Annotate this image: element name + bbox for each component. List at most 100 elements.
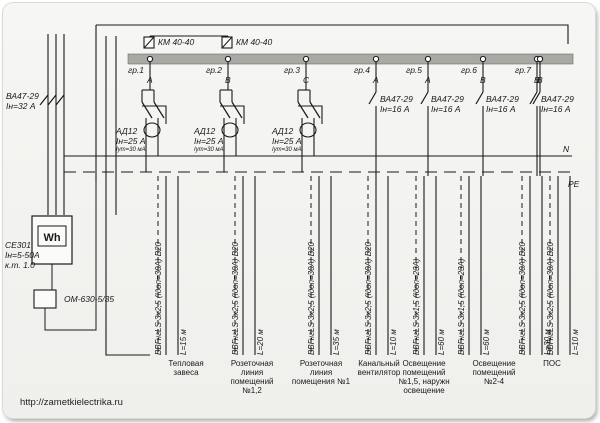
caption-line: помещений bbox=[402, 368, 445, 377]
group-5: гр.5A bbox=[406, 55, 432, 176]
rcd-leakage: Iут=30 мА bbox=[272, 147, 302, 153]
breaker-model: ВА47-29 bbox=[486, 94, 519, 104]
breaker-model: ВА47-29 bbox=[431, 94, 464, 104]
n-bus-label: N bbox=[563, 144, 570, 154]
group-6: гр.6B bbox=[461, 55, 487, 176]
contactor-2-label: КМ 40-40 bbox=[236, 37, 272, 47]
pe-bus-label: PE bbox=[568, 179, 580, 189]
cable-spec: ВВГнгLS 3х2,5 (Iдоп=30А) В20 bbox=[518, 241, 527, 355]
load-caption-7: ПОС bbox=[543, 359, 561, 368]
group-label: гр.3 bbox=[284, 65, 300, 75]
cable-5: ВВГнгLS 3х1,5 (Iдоп=23А) L=60 м bbox=[412, 176, 446, 355]
caption-line: линия bbox=[241, 368, 263, 377]
breaker-rating: Iн=16 А bbox=[431, 104, 461, 114]
paper-frame bbox=[3, 3, 595, 418]
rcd-model: АД12 bbox=[271, 126, 293, 136]
group-label: гр.1 bbox=[128, 65, 144, 75]
cable-spec: ВВГнгLS 3х2,5 (Iдоп=30А) В20 bbox=[154, 241, 163, 355]
rcd-rating: Iн=25 А bbox=[194, 136, 224, 146]
cable-length: L=60 м bbox=[482, 329, 491, 355]
rcd-model: АД12 bbox=[115, 126, 137, 136]
cable-spec: ВВГнгLS 3х2,5 (Iдоп=30А) В20 bbox=[546, 241, 555, 355]
cable-length: L=60 м bbox=[437, 329, 446, 355]
main-breaker: ВА47-29 Iн=32 А bbox=[6, 91, 65, 111]
cable-6: ВВГнгLS 3х1,5 (Iдоп=23А)L=60 м bbox=[457, 176, 491, 355]
meter-model: СЕ301 bbox=[5, 240, 31, 250]
group-label: гр.2 bbox=[206, 65, 222, 75]
breaker-model: ВА47-29 bbox=[380, 94, 413, 104]
meter-wh-label: Wh bbox=[43, 232, 60, 244]
busbar bbox=[127, 53, 574, 65]
caption-line: Тепловая bbox=[168, 359, 203, 368]
caption-line: вентилятор bbox=[358, 368, 401, 377]
main-breaker-rating: Iн=32 А bbox=[6, 101, 36, 111]
pe-bus: PE bbox=[64, 171, 580, 189]
cable-length: L=10 м bbox=[389, 329, 398, 355]
caption-line: №1,5, наружн bbox=[398, 377, 449, 386]
group-label: гр.5 bbox=[406, 65, 422, 75]
contactor-1-label: КМ 40-40 bbox=[158, 37, 194, 47]
caption-line: помещений bbox=[230, 377, 273, 386]
captions-layer: ТепловаязавесаРозеточнаялинияпомещений№1… bbox=[168, 359, 561, 395]
caption-line: Освещение bbox=[472, 359, 516, 368]
breaker-rating: Iн=16 А bbox=[541, 104, 571, 114]
contactor-1: КМ 40-40 bbox=[143, 36, 194, 49]
breaker-rating: Iн=16 А bbox=[486, 104, 516, 114]
caption-line: Канальный bbox=[358, 359, 399, 368]
caption-line: Розеточная bbox=[300, 359, 342, 368]
group-label: гр.4 bbox=[354, 65, 370, 75]
n-bus: N bbox=[64, 144, 572, 157]
caption-line: Розеточная bbox=[231, 359, 273, 368]
rcd-leakage: Iут=30 мА bbox=[116, 147, 146, 153]
caption-line: Освещение bbox=[402, 359, 446, 368]
meter-current: Iн=5-50А bbox=[5, 250, 40, 260]
caption-line: освещение bbox=[403, 386, 445, 395]
caption-line: №2-4 bbox=[484, 377, 505, 386]
caption-line: №1,2 bbox=[242, 386, 262, 395]
relay-label: ОМ-630-5/35 bbox=[64, 294, 114, 304]
rcd-rating: Iн=25 А bbox=[116, 136, 146, 146]
cable-spec: ВВГнгLS 3х1,5 (Iдоп=23А) bbox=[412, 258, 421, 355]
group-label: гр.7 bbox=[515, 65, 531, 75]
supply-conductors bbox=[47, 24, 569, 356]
group-4: гр.4A bbox=[354, 55, 380, 176]
group-label: гр.6 bbox=[461, 65, 477, 75]
main-breaker-type: ВА47-29 bbox=[6, 91, 39, 101]
cable-length: L=30 м bbox=[543, 329, 552, 355]
breaker-model: ВА47-29 bbox=[541, 94, 574, 104]
rcd-rating: Iн=25 А bbox=[272, 136, 302, 146]
footer-url: http://zametkielectrika.ru bbox=[20, 397, 123, 408]
meter-class: к.т. 1.0 bbox=[5, 260, 35, 270]
group-8: B bbox=[532, 55, 544, 176]
breaker-rating: Iн=16 А bbox=[380, 104, 410, 114]
cable-length: L=35 м bbox=[332, 329, 341, 355]
contactor-2: КМ 40-40 bbox=[221, 36, 272, 49]
electricity-meter: Wh СЕ301 Iн=5-50А к.т. 1.0 bbox=[5, 215, 73, 290]
cable-length: L=20 м bbox=[256, 329, 265, 355]
cable-spec: ВВГнгLS 3х2,5 (Iдоп=30А) В20 bbox=[231, 241, 240, 355]
cable-length: L=10 м bbox=[571, 329, 580, 355]
caption-line: ПОС bbox=[543, 359, 561, 368]
voltage-relay: ОМ-630-5/35 bbox=[33, 182, 114, 331]
